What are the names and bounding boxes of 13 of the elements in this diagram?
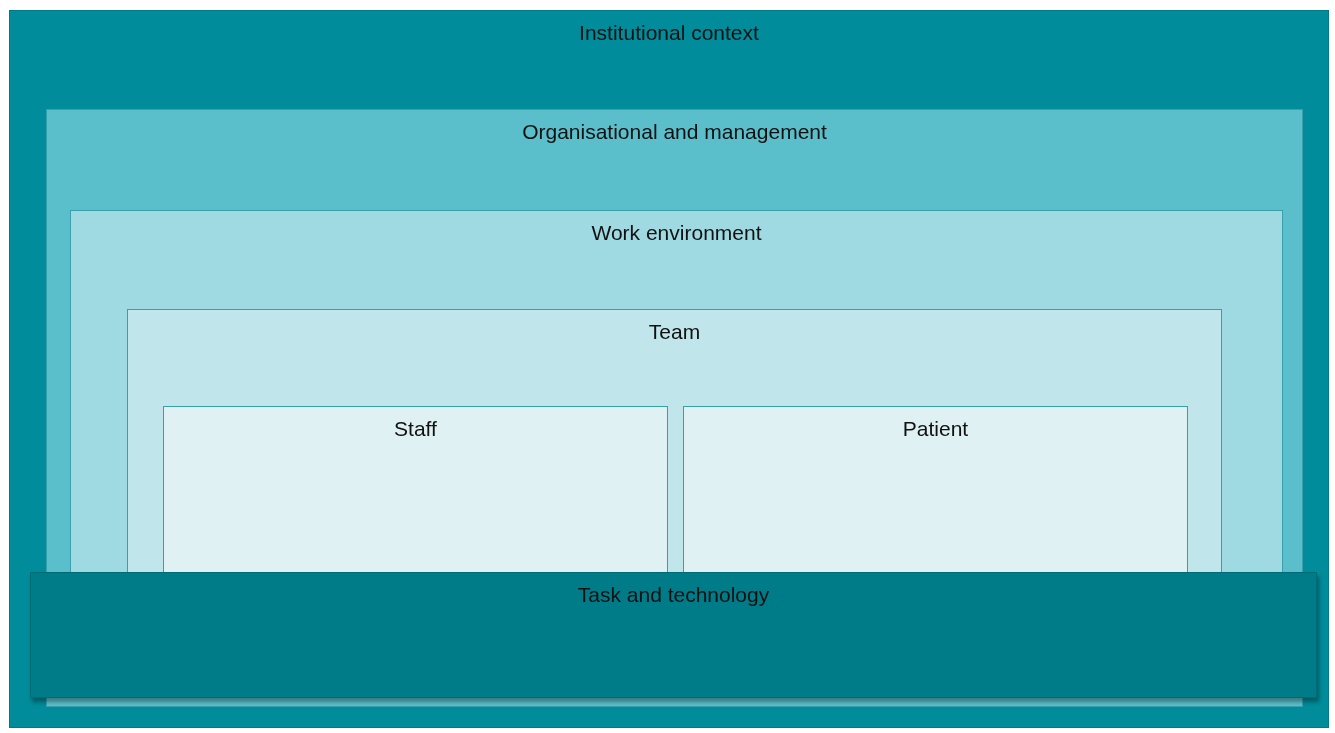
box-title: Institutional context (579, 21, 759, 45)
nested-box (163, 406, 668, 574)
nested-box (683, 406, 1188, 574)
box-title: Work environment (591, 221, 762, 245)
nested-box (127, 309, 1222, 573)
box-title: Team (648, 320, 701, 344)
nested-box (9, 10, 1329, 728)
nested-box (70, 210, 1283, 572)
box-title: Task and technology (577, 583, 770, 607)
box-title: Organisational and management (522, 120, 827, 144)
box-title: Patient (902, 417, 969, 441)
nested-box (30, 572, 1317, 698)
box-title: Staff (394, 417, 437, 441)
